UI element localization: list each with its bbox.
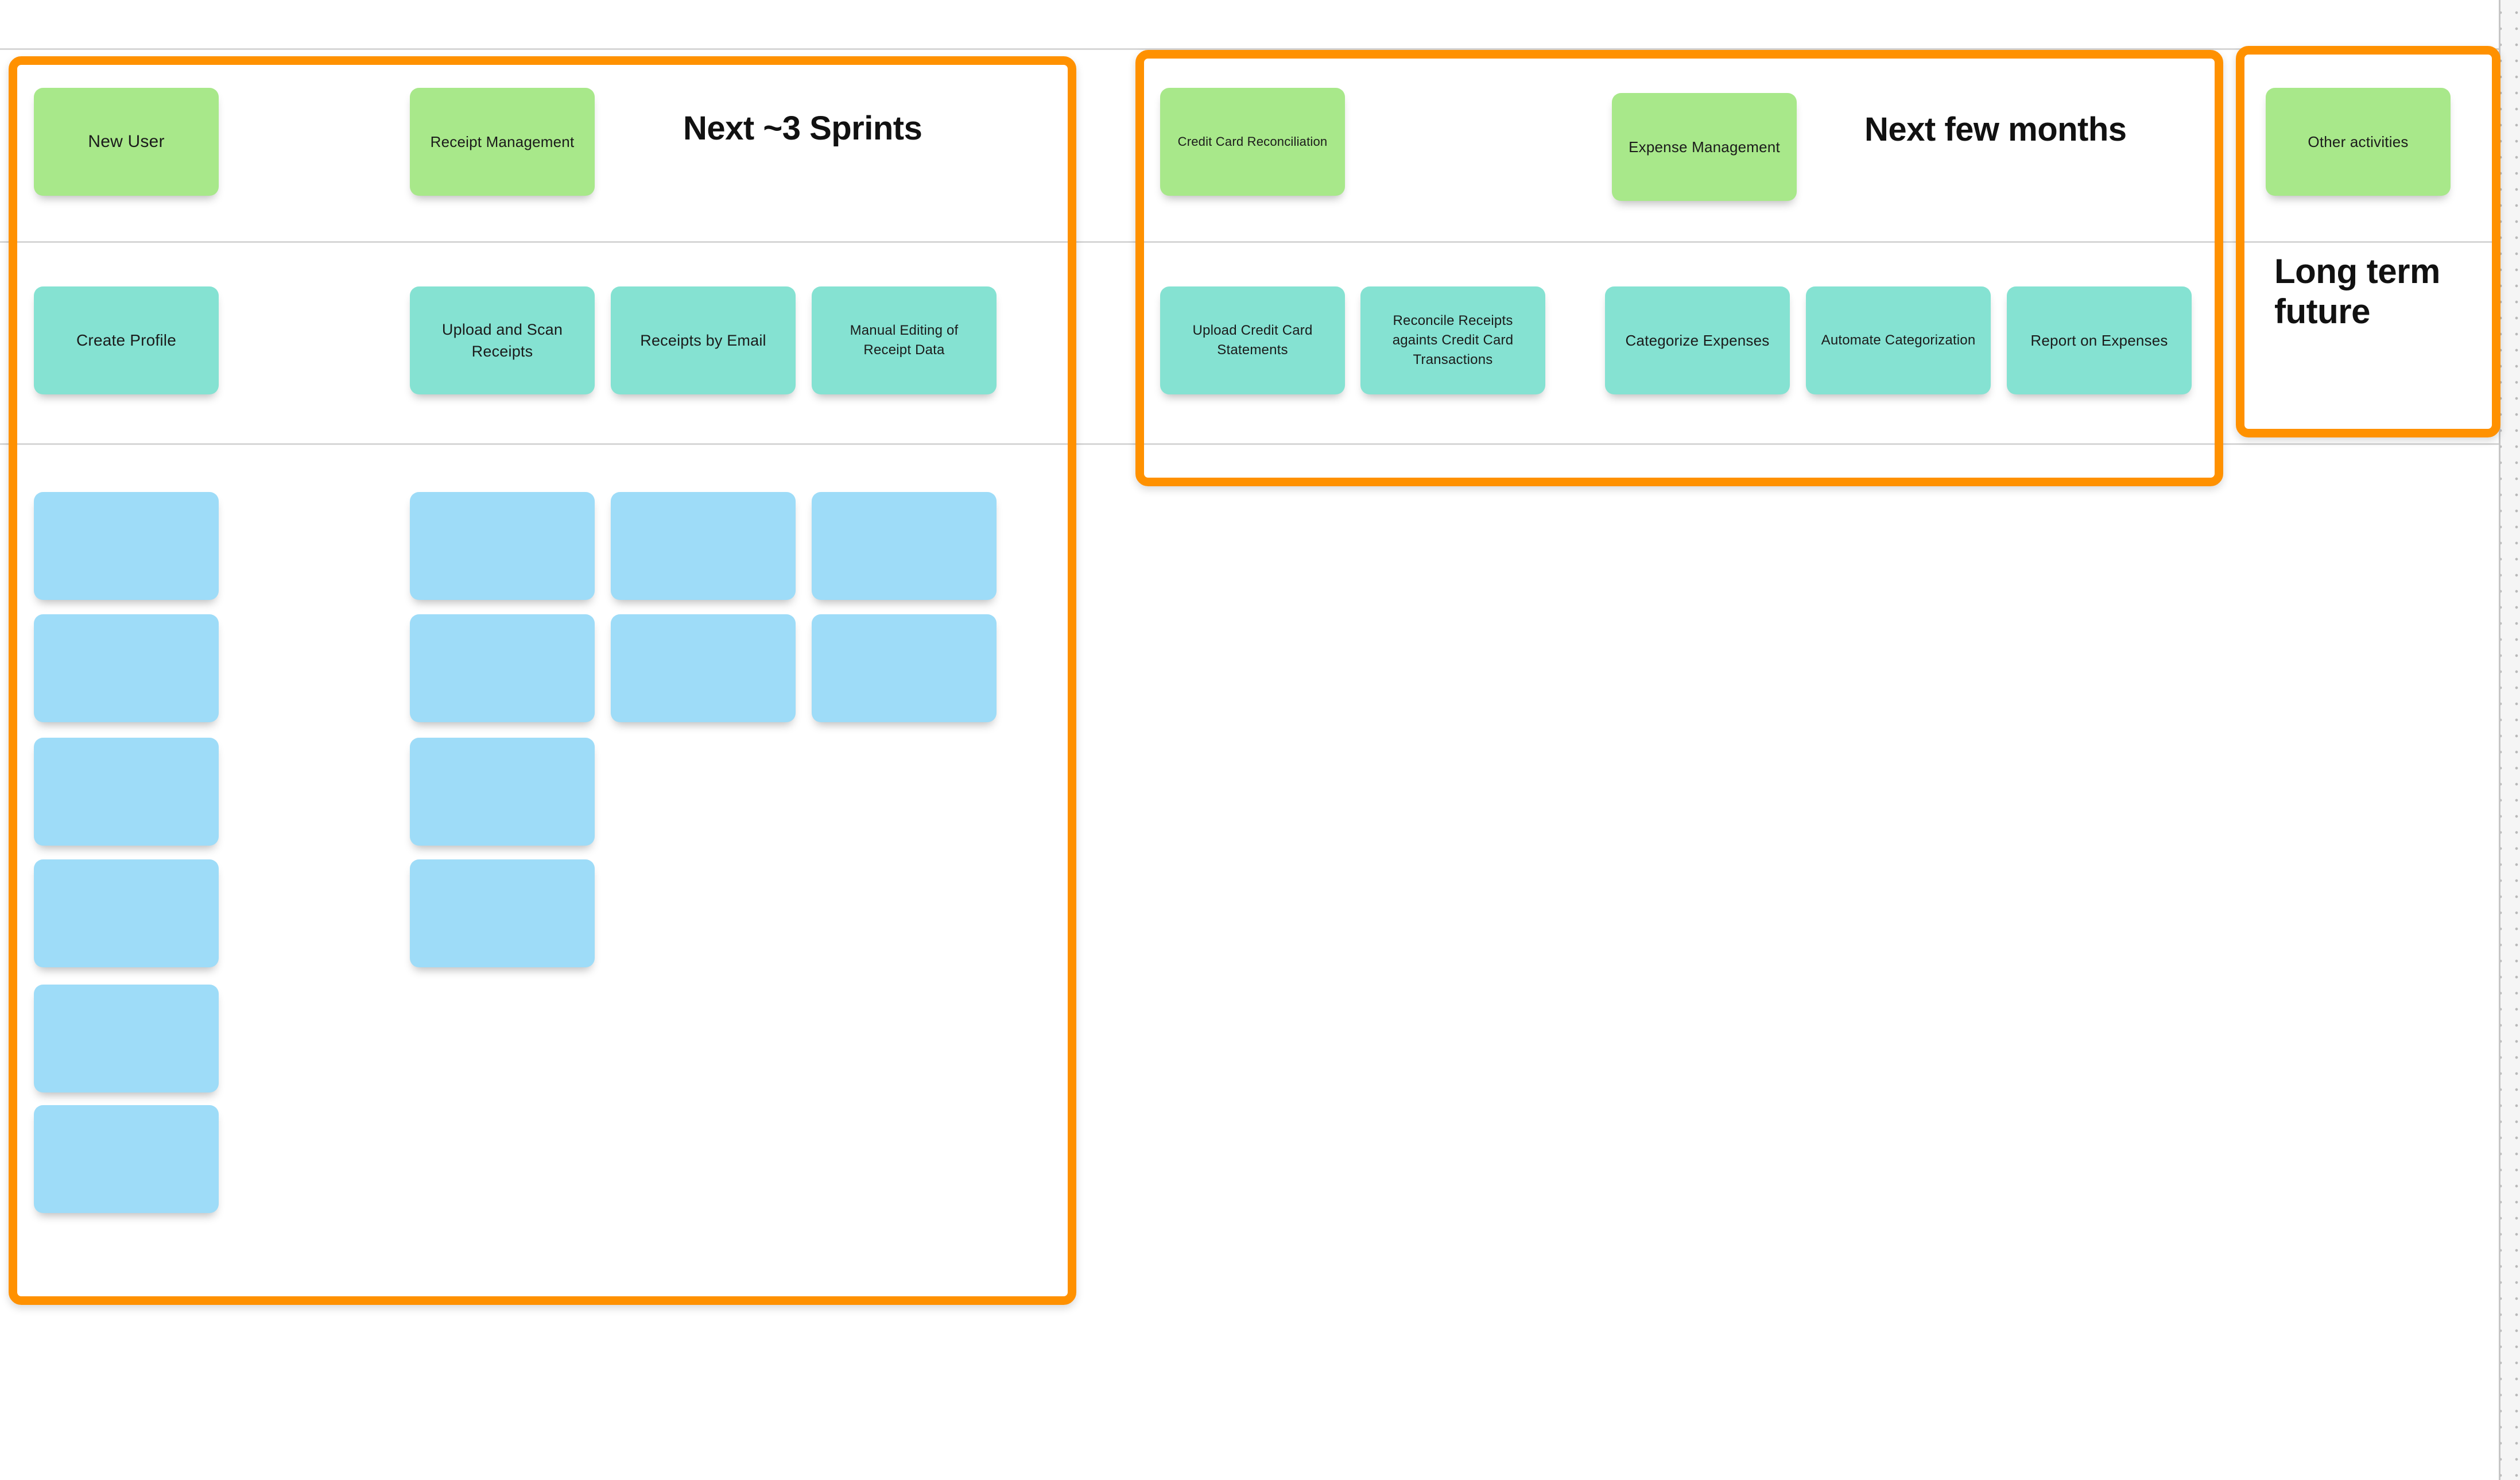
sticky-note[interactable]: New User [34,88,219,196]
sticky-note-empty[interactable] [611,614,796,722]
sticky-note-empty[interactable] [34,614,219,722]
sticky-note[interactable]: Upload Credit Card Statements [1160,286,1345,394]
sticky-note-empty[interactable] [410,614,595,722]
sticky-note[interactable]: Automate Categorization [1806,286,1991,394]
sticky-note-empty[interactable] [410,492,595,600]
sticky-note[interactable]: Create Profile [34,286,219,394]
title-long-term-future[interactable]: Long term future [2274,252,2440,331]
sticky-note-empty[interactable] [34,859,219,967]
sticky-note[interactable]: Manual Editing of Receipt Data [812,286,997,394]
sticky-note[interactable]: Expense Management [1612,93,1797,201]
sticky-note-empty[interactable] [34,1105,219,1213]
canvas-dot-grid-background [2500,0,2520,1480]
sticky-note[interactable]: Categorize Expenses [1605,286,1790,394]
sticky-note-empty[interactable] [812,492,997,600]
sticky-note-empty[interactable] [410,738,595,846]
frame-long-term-future[interactable] [2236,46,2500,437]
template-row-gridline [0,241,2520,243]
frame-next-3-sprints[interactable] [9,56,1076,1305]
title-next-few-months[interactable]: Next few months [1864,111,2127,148]
template-row-gridline [0,48,2520,50]
sticky-note-empty[interactable] [34,738,219,846]
sticky-note[interactable]: Receipt Management [410,88,595,196]
sticky-note-empty[interactable] [34,492,219,600]
sticky-note-empty[interactable] [611,492,796,600]
sticky-note[interactable]: Upload and Scan Receipts [410,286,595,394]
sticky-note[interactable]: Reconcile Receipts againts Credit Card T… [1360,286,1545,394]
sticky-note[interactable]: Report on Expenses [2007,286,2192,394]
sticky-note-empty[interactable] [812,614,997,722]
template-right-boundary-line [2499,0,2500,1480]
sticky-note[interactable]: Receipts by Email [611,286,796,394]
sticky-note[interactable]: Other activities [2266,88,2451,196]
title-next-3-sprints[interactable]: Next ~3 Sprints [683,110,922,147]
frame-next-few-months[interactable] [1135,50,2223,486]
template-row-gridline [0,443,2520,445]
sticky-note-empty[interactable] [410,859,595,967]
sticky-note-empty[interactable] [34,985,219,1092]
sticky-note[interactable]: Credit Card Reconciliation [1160,88,1345,196]
